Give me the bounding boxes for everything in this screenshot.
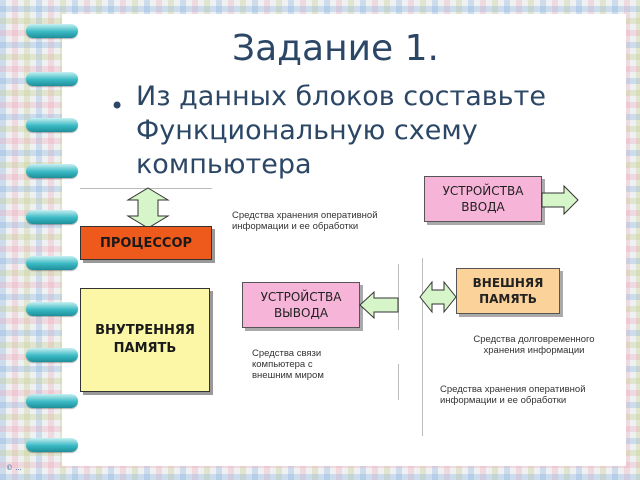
binding-ring <box>26 348 78 362</box>
binding-ring <box>26 210 78 224</box>
binding-ring <box>26 72 78 86</box>
note-communication: Средства связи компьютера с внешним миро… <box>252 348 324 381</box>
binding-ring <box>26 394 78 408</box>
external-memory-label: ВНЕШНЯЯ ПАМЯТЬ <box>472 276 544 306</box>
double-arrow-vertical <box>126 187 170 229</box>
internal-memory-block[interactable]: ВНУТРЕННЯЯ ПАМЯТЬ <box>80 288 210 392</box>
processor-label: ПРОЦЕССОР <box>99 235 193 251</box>
task-text: Из данных блоков составьте Функциональну… <box>136 81 546 180</box>
output-devices-label: УСТРОЙСТВА ВЫВОДА <box>260 290 342 320</box>
binding-ring <box>26 302 78 316</box>
connector-line <box>422 258 423 436</box>
arrow-left <box>359 290 399 320</box>
connector-line <box>398 264 399 330</box>
binding-ring <box>26 118 78 132</box>
processor-block[interactable]: ПРОЦЕССОР <box>80 226 212 260</box>
external-memory-block[interactable]: ВНЕШНЯЯ ПАМЯТЬ <box>456 268 560 314</box>
double-arrow-horizontal <box>419 280 457 314</box>
internal-memory-label: ВНУТРЕННЯЯ ПАМЯТЬ <box>95 323 195 356</box>
note-storage-processing-2: Средства хранения оперативной информации… <box>440 384 586 406</box>
connector-line <box>398 364 399 400</box>
binding-ring <box>26 256 78 270</box>
binding-ring <box>26 438 78 452</box>
note-long-term-storage: Средства долговременного хранения информ… <box>473 334 595 356</box>
connector-line <box>80 188 212 189</box>
input-devices-label: УСТРОЙСТВА ВВОДА <box>442 184 524 214</box>
slide-title: Задание 1. <box>232 28 439 69</box>
binding-ring <box>26 24 78 38</box>
binding-ring <box>26 164 78 178</box>
input-devices-block[interactable]: УСТРОЙСТВА ВВОДА <box>424 176 542 222</box>
output-devices-block[interactable]: УСТРОЙСТВА ВЫВОДА <box>242 282 360 328</box>
arrow-right <box>541 184 579 216</box>
footer-credit: © ... <box>6 464 22 472</box>
note-storage-processing: Средства хранения оперативной информации… <box>232 210 378 232</box>
bullet-marker: • <box>110 92 125 120</box>
